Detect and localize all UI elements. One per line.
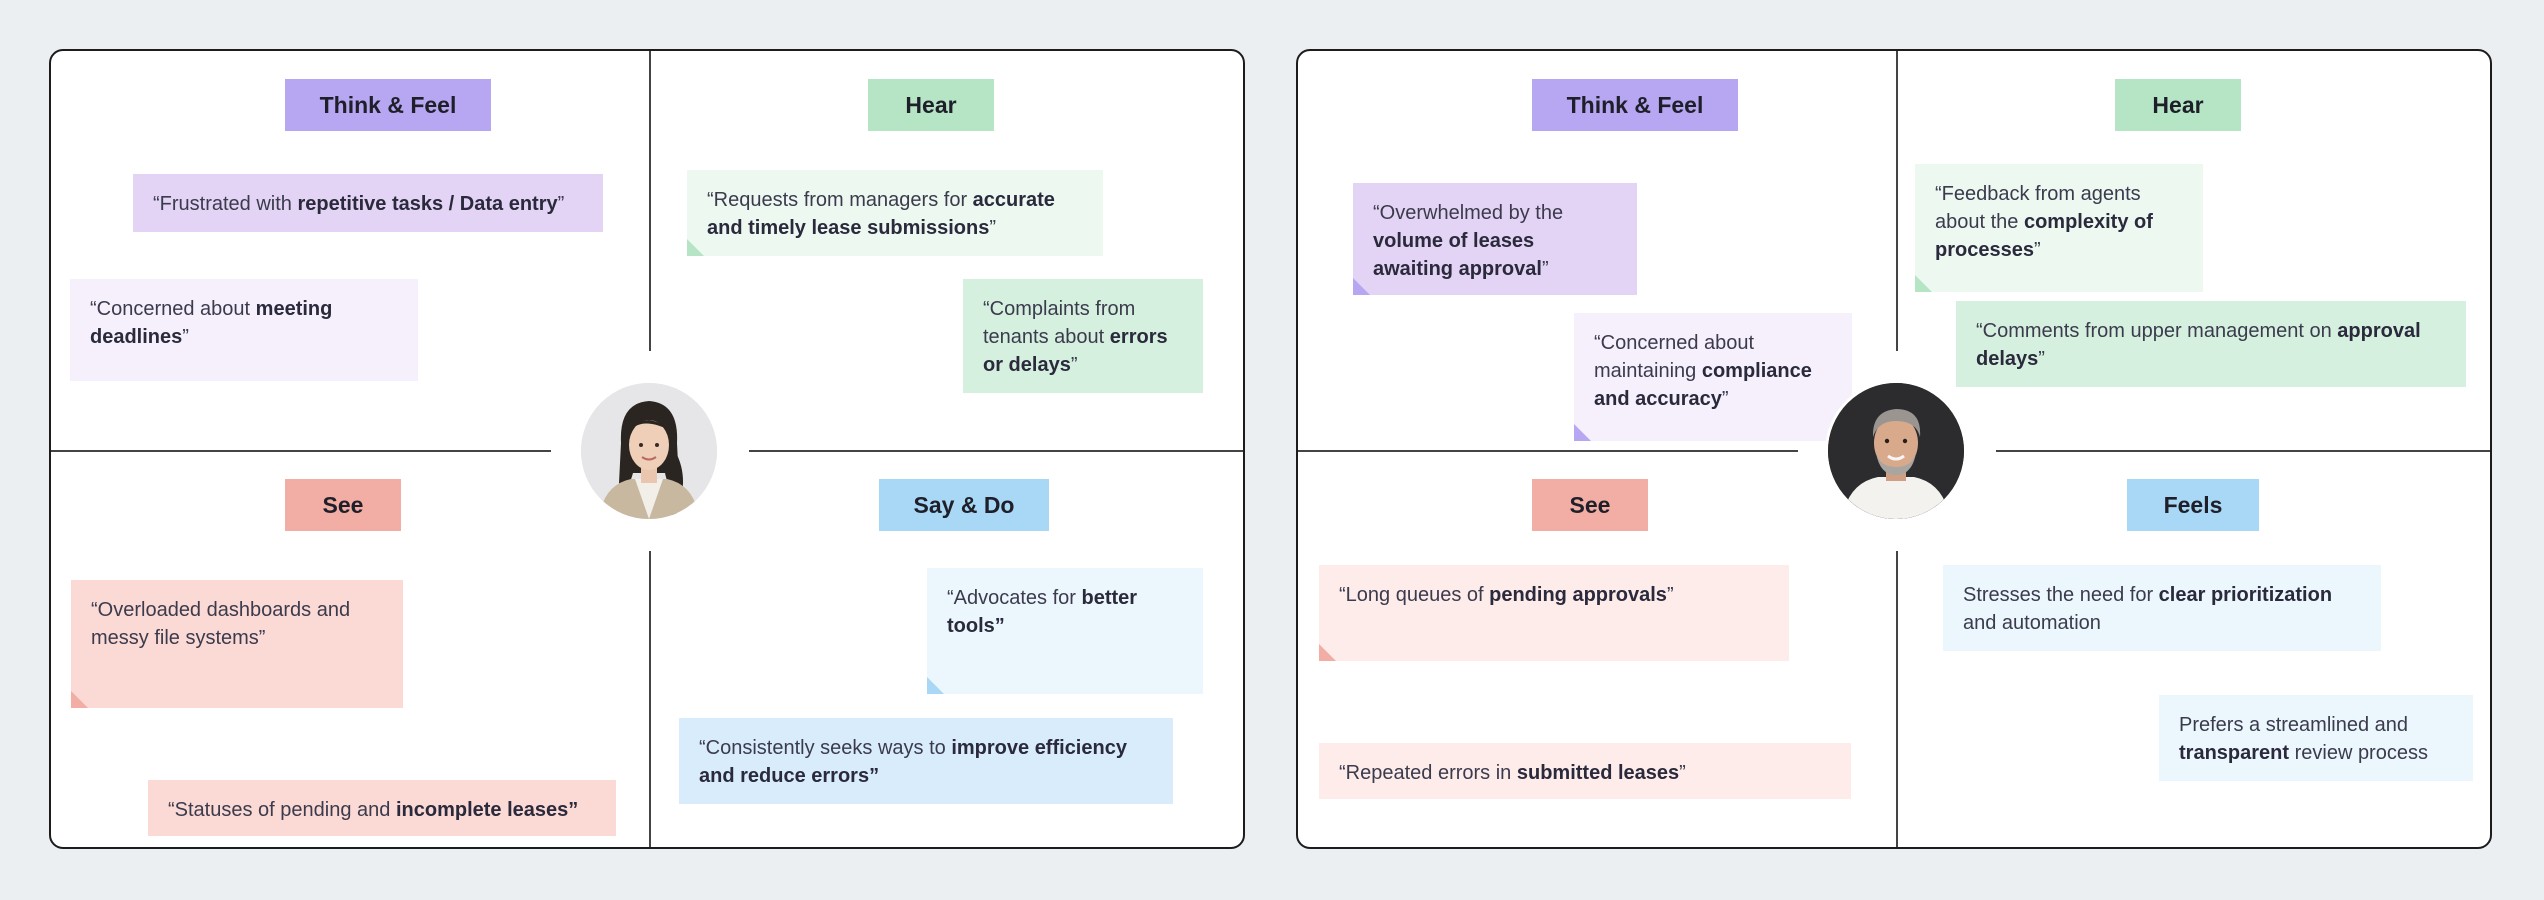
label-think-feel: Think & Feel [1532, 79, 1738, 131]
quadrant-divider [749, 450, 1243, 452]
quadrant-divider [1298, 450, 1798, 452]
sticky-note: “Feedback from agents about the complexi… [1915, 164, 2203, 292]
sticky-note: “Concerned about maintaining compliance … [1574, 313, 1852, 441]
quadrant-divider [1996, 450, 2490, 452]
sticky-note: “Frustrated with repetitive tasks / Data… [133, 174, 603, 232]
quadrant-divider [649, 51, 651, 351]
label-hear: Hear [868, 79, 994, 131]
label-think-feel: Think & Feel [285, 79, 491, 131]
quadrant-divider [649, 551, 651, 847]
sticky-note: Prefers a streamlined and transparent re… [2159, 695, 2473, 781]
sticky-note: “Comments from upper management on appro… [1956, 301, 2466, 387]
sticky-note: “Advocates for better tools” [927, 568, 1203, 694]
empathy-map-agent: Think & Feel Hear See Say & Do “Frustrat… [49, 49, 1245, 849]
sticky-note: “Repeated errors in submitted leases” [1319, 743, 1851, 799]
sticky-note: “Requests from managers for accurate and… [687, 170, 1103, 256]
label-say-do: Say & Do [879, 479, 1049, 531]
persona-avatar [578, 380, 720, 522]
sticky-note: “Overloaded dashboards and messy file sy… [71, 580, 403, 708]
sticky-note: “Long queues of pending approvals” [1319, 565, 1789, 661]
sticky-note: “Overwhelmed by the volume of leases awa… [1353, 183, 1637, 295]
sticky-note: “Consistently seeks ways to improve effi… [679, 718, 1173, 804]
quadrant-divider [1896, 51, 1898, 351]
sticky-note: “Concerned about meeting deadlines” [70, 279, 418, 381]
persona-avatar [1825, 380, 1967, 522]
label-hear: Hear [2115, 79, 2241, 131]
label-see: See [285, 479, 401, 531]
man-portrait-icon [1828, 383, 1964, 519]
quadrant-divider [51, 450, 551, 452]
sticky-note: Stresses the need for clear prioritizati… [1943, 565, 2381, 651]
empathy-map-manager: Think & Feel Hear See Feels “Overwhelmed… [1296, 49, 2492, 849]
label-see: See [1532, 479, 1648, 531]
label-feels: Feels [2127, 479, 2259, 531]
sticky-note: “Statuses of pending and incomplete leas… [148, 780, 616, 836]
quadrant-divider [1896, 551, 1898, 847]
woman-portrait-icon [581, 383, 717, 519]
sticky-note: “Complaints from tenants about errors or… [963, 279, 1203, 393]
